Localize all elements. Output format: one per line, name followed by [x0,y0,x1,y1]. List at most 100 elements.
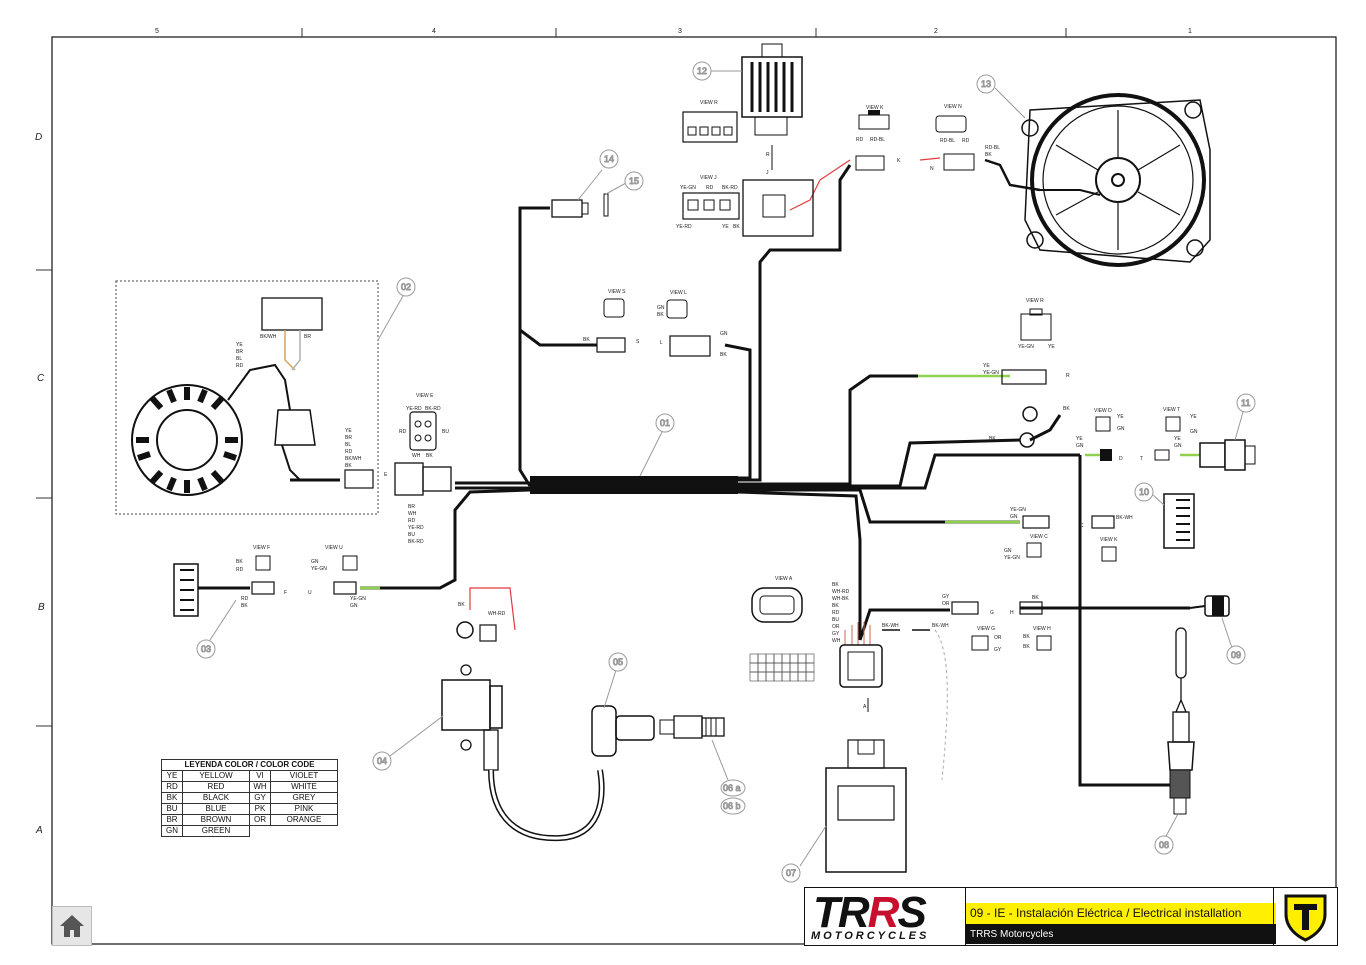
wire-label: BK [345,463,352,469]
callout-label: 15 [629,176,639,186]
legend-empty [250,826,271,837]
wire-label: BK [832,582,839,588]
wire-label: BR [408,504,415,510]
red-segments [469,157,941,631]
wire-label: BK [832,603,839,609]
wire-label: BK [426,453,433,459]
wire-label: GY [994,647,1002,653]
wire-label: RD-BL [985,145,1000,151]
wire-label: YE [236,342,243,348]
stator-assembly: YE BR BL RD BK/WH BR YE BR BL RD BK/WH B… [115,280,379,515]
wire-label: GN [720,331,728,337]
view-label: VIEW G [977,626,995,632]
legend-code: BK [161,792,183,804]
wire-label: GY [942,594,950,600]
wire-label: BU [408,532,415,538]
title-block: TRRS MOTORCYCLES 09 - IE - Instalación E… [804,887,1338,946]
wire-label: WH-RD [832,589,850,595]
connector-letter: F [284,590,287,596]
wire-label: BK-RD [425,406,441,412]
company-name: TRRS Motorcycles [966,925,1276,944]
legend-row: RD RED WH WHITE [161,781,338,793]
sensor-08 [1164,627,1195,839]
wire-label: OR [994,635,1002,641]
view-label: VIEW R [1026,298,1044,304]
wire-label: YE-GN [1004,555,1020,561]
wire-label: GY [832,631,840,637]
legend-code: YE [161,770,183,782]
connector-letter: S [636,339,640,345]
view-label: VIEW J [700,175,717,181]
wire-label: WH-BK [832,596,849,602]
column-label: 3 [678,28,682,35]
harness-sleeve [530,476,738,494]
legend-color: BLUE [182,803,250,815]
drawing-frame [51,36,1337,945]
callout-label: 01 [660,418,670,428]
view-label: VIEW D [1094,408,1112,414]
legend-row: BU BLUE PK PINK [161,803,338,815]
legend-color: PINK [270,803,338,815]
wire-label: YE-GN [983,370,999,376]
home-button[interactable] [52,906,92,946]
wire-label: GN [1190,429,1198,435]
callout-label: 06 a [723,783,741,793]
home-icon [60,915,84,937]
wire-label: RD-BL [940,138,955,144]
connector-letter: A [863,704,867,710]
brand-name: TRRS [813,888,927,938]
color-legend: LEYENDA COLOR / COLOR CODE YE YELLOW VI … [161,759,338,837]
row-grid: D C B A [35,132,52,836]
wire-label: BK [1023,644,1030,650]
wire-label: GN [1076,443,1084,449]
legend-title: LEYENDA COLOR / COLOR CODE [161,759,338,771]
wire-label: GN [1117,426,1125,432]
wire-label: RD [236,567,244,573]
temperature-sensor [551,169,627,218]
callout-label: 05 [613,657,623,667]
wire-label: RD-BL [870,137,885,143]
wire-label: BK-RD [722,185,738,191]
wire-label: WH-RD [488,611,506,617]
row-label: A [35,825,43,836]
wire-label: BK/WH [260,334,277,340]
trrs-shield-logo [1273,888,1337,945]
brand-logo: TRRS MOTORCYCLES [805,888,966,945]
wire-label: YE-RD [676,224,692,230]
legend-code: VI [249,770,271,782]
column-label: 4 [432,28,436,35]
connector-fan-sensor: VIEW R YE-GN YE YE YE-GN R [983,298,1070,385]
wire-label: RD [236,363,244,369]
callouts: 12 13 14 15 02 01 11 10 03 05 04 06 a 06… [196,61,1256,883]
wire-label: OR [832,624,840,630]
wire-label: YE [1048,344,1055,350]
wire-label: YE-GN [1018,344,1034,350]
wire-label: YE-RD [408,525,424,531]
view-label: VIEW R [700,100,718,106]
wire-label: WH [832,638,841,644]
row-label: D [35,132,42,143]
wire-label: BR [304,334,311,340]
legend-color: GREEN [182,825,250,837]
wire-label: YE-GN [311,566,327,572]
connector-letter: E [384,472,388,478]
connector-letter: U [308,590,312,596]
spark-plug-assembly [591,669,729,781]
connector-letter: R [766,152,770,158]
radiator-fan [1021,93,1211,267]
legend-empty [271,826,338,837]
connector-letter: N [930,166,934,172]
connector-letter: T [1140,456,1143,462]
wire-label: BK [1032,595,1039,601]
row-label: B [38,602,45,613]
view-label: VIEW A [775,576,793,582]
column-label: 5 [155,28,159,35]
wire-label: BK [720,352,727,358]
switch-09-assembly: GY OR G H BK VIEW G OR GY VIEW H BK BK [942,594,1233,653]
pickup-sensor [261,297,323,331]
view-label: VIEW E [416,393,434,399]
wire-label: YE [1174,436,1181,442]
wire-label: RD [399,429,407,435]
wire-label: YE-RD [406,406,422,412]
